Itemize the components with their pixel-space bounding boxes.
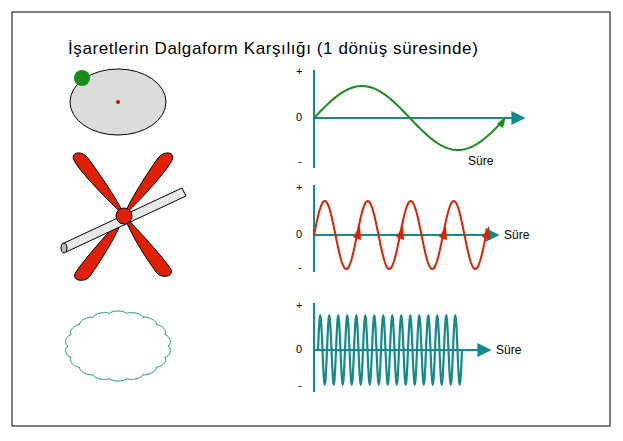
arrowhead (353, 226, 361, 240)
sign-label: - (298, 156, 302, 167)
disc (70, 69, 166, 135)
sign-label: + (296, 182, 302, 193)
disc-marker (74, 70, 90, 86)
arrowheads (353, 226, 490, 240)
axes (314, 70, 524, 392)
waveform (318, 316, 462, 384)
arrowhead (439, 226, 447, 240)
propeller (61, 153, 186, 280)
arrowhead (482, 226, 490, 240)
axis-label: Süre (468, 155, 493, 167)
arrowhead (396, 226, 404, 240)
sign-label: + (296, 300, 302, 311)
waveform (314, 86, 500, 150)
sign-label: + (296, 66, 302, 77)
title: İşaretlerin Dalgaform Karşılığı (1 dönüş… (68, 40, 478, 57)
sign-label: - (298, 380, 302, 391)
frame (12, 12, 610, 426)
waveform (314, 201, 486, 269)
disc-center (116, 100, 120, 104)
axis-zero: 0 (296, 112, 302, 123)
toothed-wheel (66, 311, 171, 381)
axis-label: Süre (504, 229, 529, 241)
arrowhead (497, 116, 506, 128)
axis-zero: 0 (296, 229, 302, 240)
axis-zero: 0 (296, 344, 302, 355)
sign-label: - (298, 262, 302, 273)
axis-label: Süre (496, 344, 521, 356)
